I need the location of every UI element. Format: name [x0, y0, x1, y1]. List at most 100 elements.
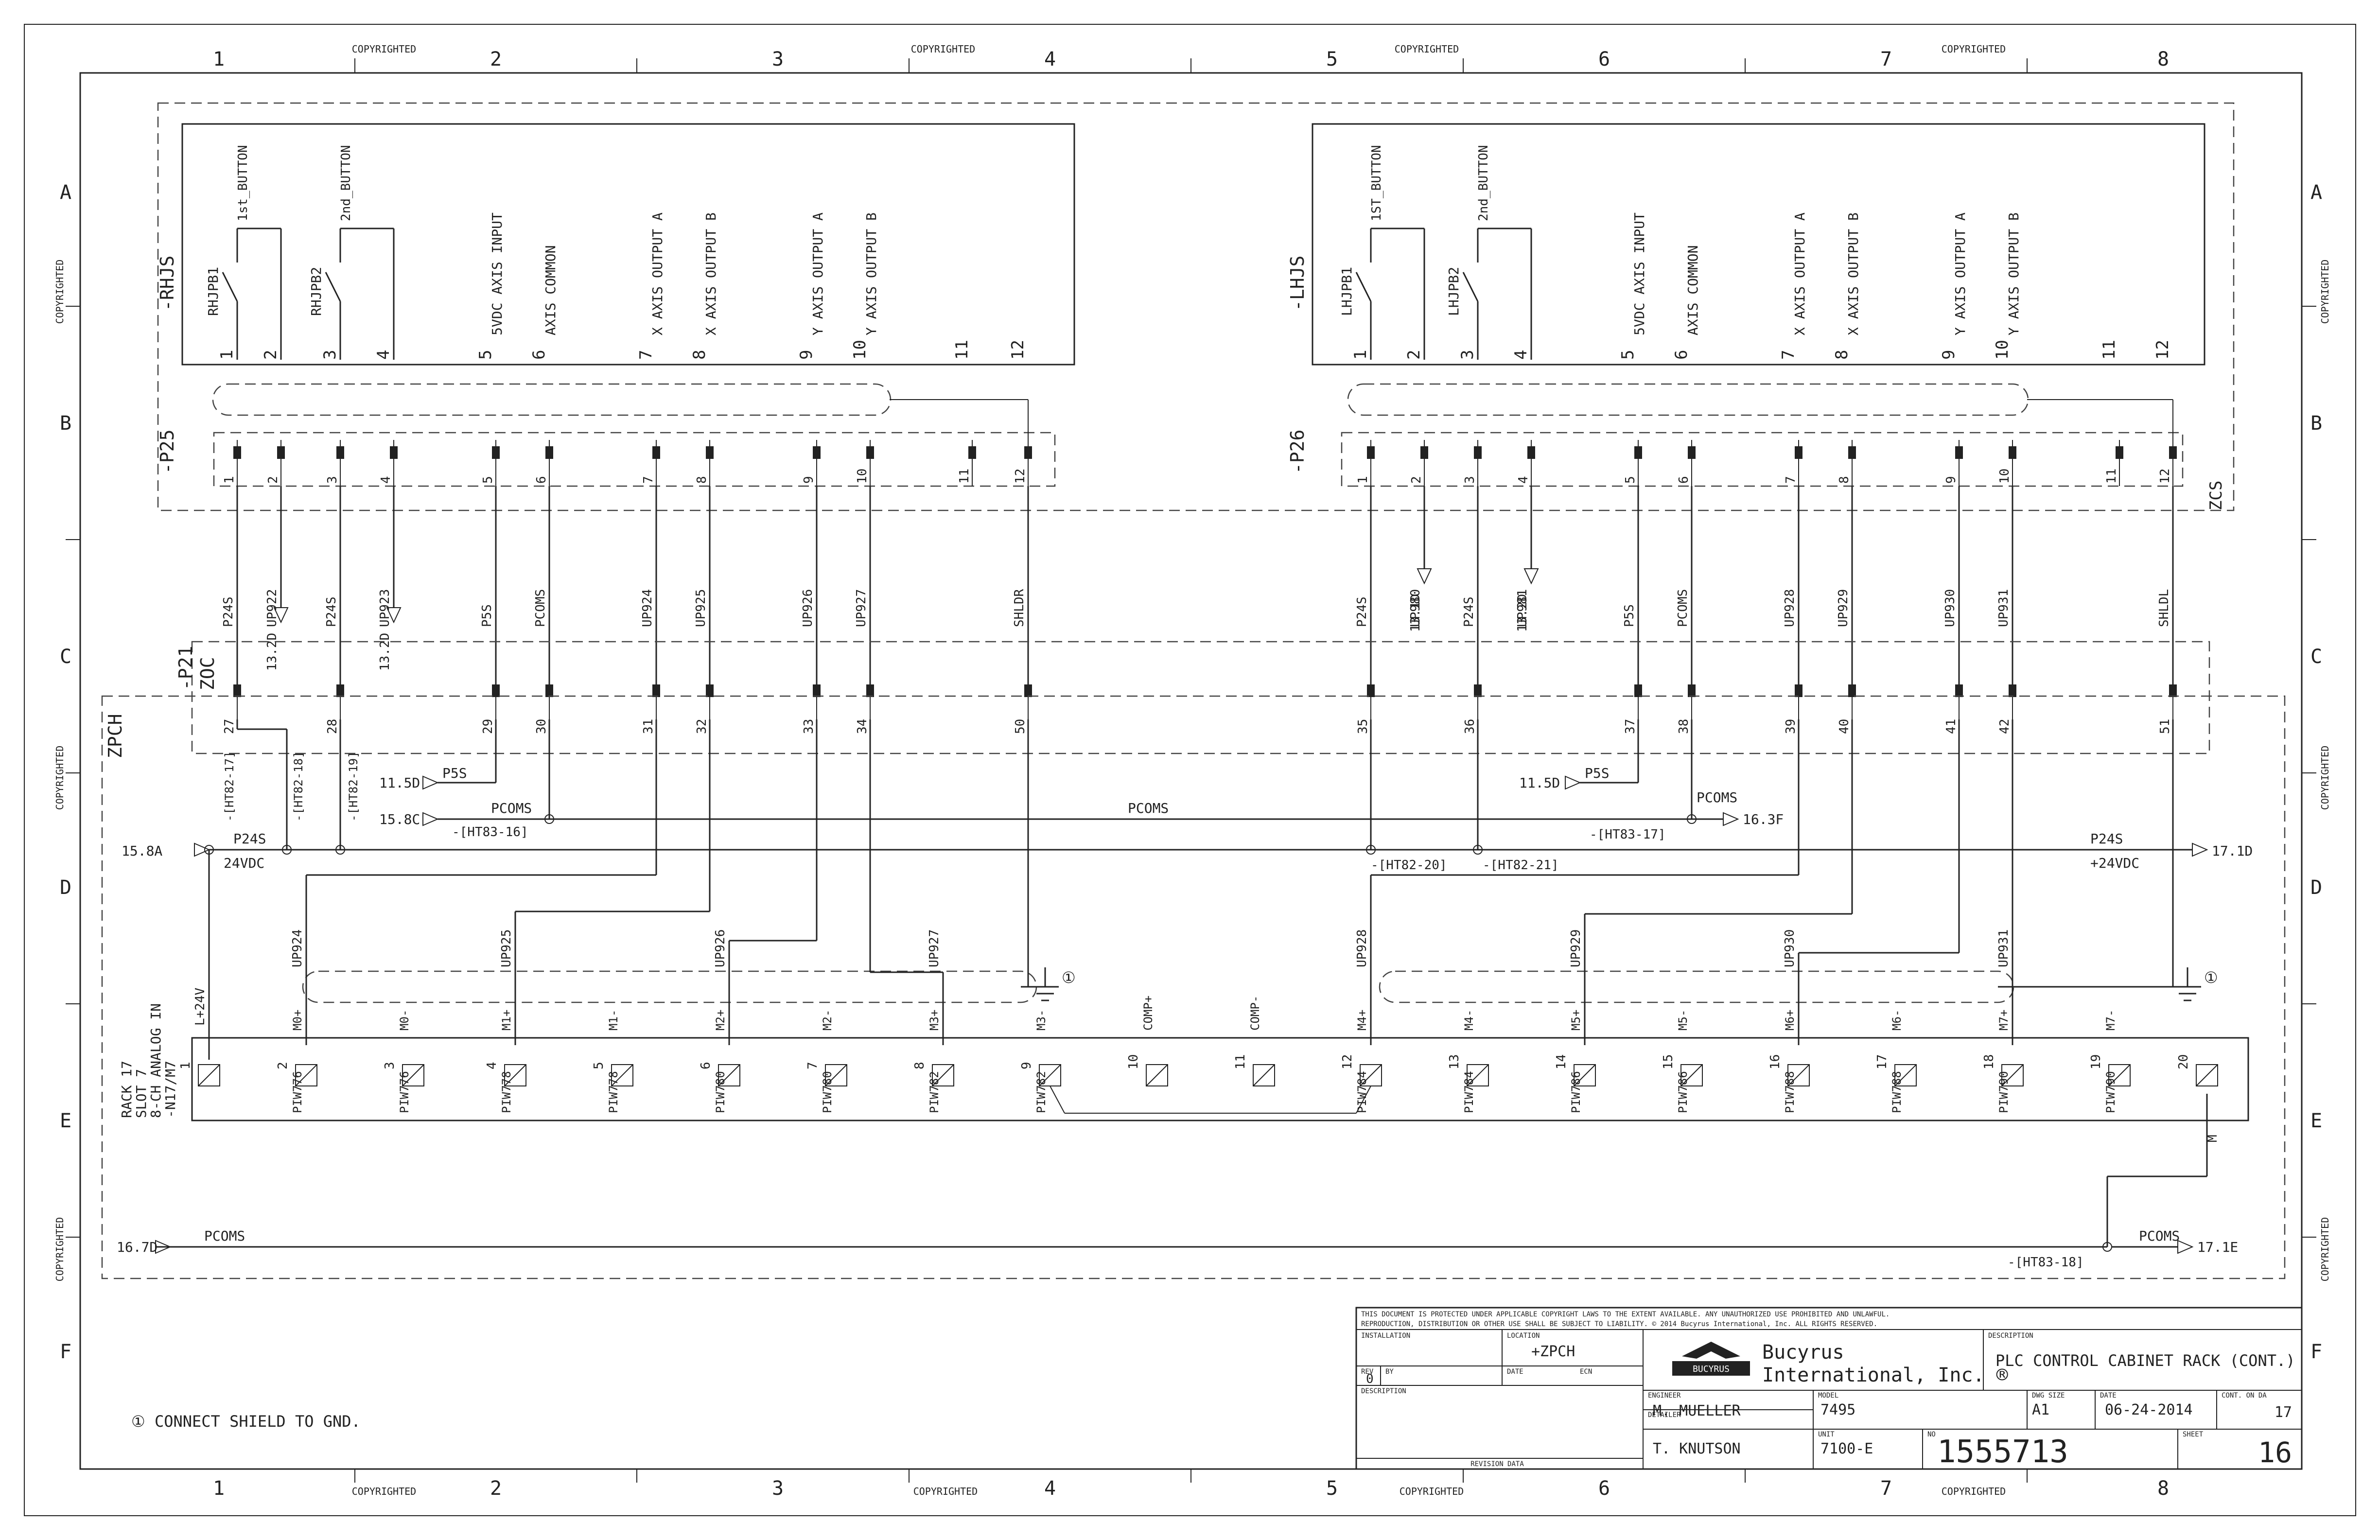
channel-label: COMP+ — [1141, 996, 1155, 1031]
terminal-label: -[HT82-18] — [292, 752, 305, 822]
zone-column-label: 3 — [772, 1477, 784, 1500]
module-terminal-number: 7 — [805, 1062, 820, 1069]
location-label: LOCATION — [1507, 1332, 1540, 1340]
rhjs-pin-function: AXIS COMMON — [542, 245, 559, 335]
lhjs-pin-function: Y AXIS OUTPUT B — [2006, 212, 2022, 335]
zone-row-label: C — [60, 646, 71, 668]
p25-connector-pin-number: 11 — [957, 469, 972, 484]
lhjs-pin-number: 10 — [1993, 340, 2012, 360]
signal-wire-label: UP930 — [1783, 929, 1797, 967]
zone-column-label: 2 — [490, 48, 502, 70]
p26-connector-pin-number: 1 — [1356, 476, 1370, 484]
zone-column-label: 3 — [772, 48, 784, 70]
p21-pin-number: 31 — [641, 719, 656, 734]
zpch-location-tag: ZPCH — [105, 714, 126, 758]
p21-pin-number: 41 — [1944, 719, 1959, 734]
lhjs-wire-label: SHLDL — [2157, 589, 2171, 627]
lhjs-pin-number: 3 — [1458, 350, 1477, 360]
cable-shields — [212, 383, 2173, 1003]
p24s-bus-label: P24S — [2090, 831, 2123, 847]
zcs-location-tag: ZCS — [2206, 481, 2226, 510]
zone-row-label: A — [60, 181, 71, 204]
rhjs-pin-function: 5VDC AXIS INPUT — [489, 212, 505, 335]
module-terminal-tag: PIW778 — [500, 1071, 513, 1113]
pcoms-left-ref: 15.8C — [379, 811, 420, 827]
module-terminal-number: 15 — [1661, 1054, 1676, 1069]
p26-connector-pin-number: 8 — [1837, 476, 1852, 484]
channel-label: M2- — [821, 1010, 834, 1031]
copyright-mark: COPYRIGHTED — [54, 1217, 66, 1281]
p24s-ref-arrow-left — [194, 842, 210, 857]
rhjs-pin-number: 11 — [952, 340, 972, 360]
shield-note: ① CONNECT SHIELD TO GND. — [131, 1412, 361, 1431]
zoc-location-tag: ZOC — [197, 657, 218, 690]
terminal-label: -[HT82-17] — [223, 752, 236, 822]
power-busses: 15.8AP24S24VDC17.1DP24S+24VDC-[HT82-17]-… — [117, 719, 2253, 1270]
cont-value: 17 — [2275, 1404, 2292, 1421]
unit-value: 7100-E — [1820, 1440, 1873, 1457]
pcoms-bottom-left-ref: 16.7D — [117, 1239, 158, 1255]
module-terminal-slash — [1894, 1064, 1917, 1086]
module-terminal — [1894, 1064, 1917, 1086]
l24-supply-label: L+24V — [193, 988, 208, 1026]
rhjs-enclosure — [157, 102, 2235, 511]
channel-label: M5+ — [1569, 1010, 1583, 1031]
zone-row-label: D — [60, 876, 71, 899]
lhjs-wire-label: UP981 — [1515, 589, 1530, 627]
p26-connector-pin-number: 3 — [1463, 476, 1477, 484]
rhjs-body — [181, 123, 1075, 366]
pcoms-bottom-arrow-right — [2177, 1240, 2194, 1254]
module-terminal — [611, 1064, 633, 1086]
module-terminal-slash — [611, 1064, 633, 1086]
pcoms-label: PCOMS — [491, 800, 532, 816]
zone-row-label: B — [60, 412, 71, 435]
module-terminal-slash — [1360, 1064, 1382, 1086]
rhjs-wire-label: UP926 — [801, 589, 815, 627]
module-terminal-tag: PIW790 — [2104, 1071, 2118, 1113]
lhjs-pin-function: X AXIS OUTPUT A — [1792, 212, 1808, 335]
zone-column-label: 7 — [1880, 1477, 1892, 1500]
ecn-label: ECN — [1580, 1368, 1592, 1376]
rev-label: REV — [1361, 1368, 1374, 1376]
module-terminal-number: 2 — [276, 1062, 290, 1069]
p21-connector-tag: -P21 — [175, 646, 196, 690]
p25-connector-pin-number: 5 — [481, 476, 495, 484]
channel-label: M5- — [1676, 1010, 1690, 1031]
lhjs-switch-contact — [1462, 272, 1479, 302]
module-terminal-number: 17 — [1875, 1054, 1890, 1069]
copyright-mark: COPYRIGHTED — [1395, 43, 1459, 55]
p25-connector-pin-number: 6 — [534, 476, 549, 484]
module-terminal — [1253, 1064, 1275, 1086]
lhjs-switch-tag: LHJPB2 — [1446, 267, 1462, 316]
rhjs-pin-number: 9 — [797, 350, 816, 360]
p5s-arrow-right — [1565, 775, 1581, 790]
copyright-mark: COPYRIGHTED — [1400, 1486, 1464, 1497]
rhjs-wire-label: SHLDR — [1012, 589, 1027, 627]
p21-pin-number: 35 — [1356, 719, 1370, 734]
module-terminal-slash — [1574, 1064, 1596, 1086]
shield-mark: ① — [2204, 968, 2218, 987]
module-body — [191, 1037, 2249, 1121]
module-terminal-number: 13 — [1447, 1054, 1462, 1069]
rhjs-pin-function: X AXIS OUTPUT A — [649, 212, 665, 335]
terminal-label: -[HT83-16] — [452, 825, 528, 840]
lhjs-wire-label: P24S — [1462, 596, 1476, 627]
module-terminal — [1680, 1064, 1703, 1086]
zone-column-label: 1 — [213, 1477, 225, 1500]
p21-pin-number: 39 — [1784, 719, 1798, 734]
detailer-label: DETAILER — [1648, 1411, 1681, 1419]
zpch-enclosure — [101, 695, 2286, 1279]
module-terminal-number: 16 — [1768, 1054, 1783, 1069]
module-terminal-tag: PIW782 — [928, 1071, 941, 1113]
p25-connector-pin-number: 12 — [1013, 469, 1028, 484]
lhjs-pin-number: 1 — [1351, 350, 1370, 360]
zone-column-label: 6 — [1598, 48, 1610, 70]
rhjs-pin-number: 5 — [476, 350, 495, 360]
p25-connector-pin-number: 10 — [855, 469, 870, 484]
lhjs-body — [1312, 123, 2205, 366]
engineer-name: M. MUELLER — [1653, 1402, 1741, 1419]
zone-column-label: 8 — [2157, 48, 2169, 70]
copyright-mark: COPYRIGHTED — [352, 1486, 416, 1497]
